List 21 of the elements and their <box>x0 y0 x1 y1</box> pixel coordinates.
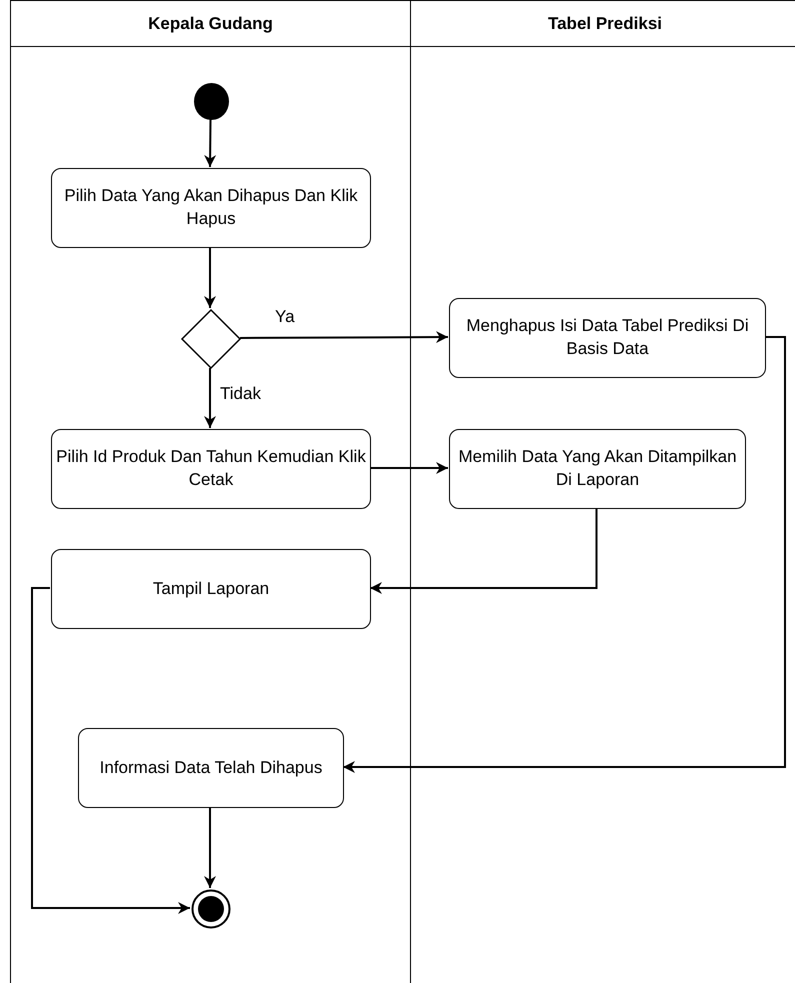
arrow <box>370 462 448 474</box>
arrow <box>204 368 216 428</box>
activity-box: Memilih Data Yang Akan Ditampilkan Di Laporan <box>449 429 746 509</box>
final-node <box>191 889 231 929</box>
activity-box: Pilih Id Produk Dan Tahun Kemudian Klik Cetak <box>51 429 371 509</box>
arrow <box>240 331 448 344</box>
lane-title: Kepala Gudang <box>148 14 273 34</box>
arrow <box>204 118 216 168</box>
activity-box: Pilih Data Yang Akan Dihapus Dan Klik Hapus <box>51 168 371 248</box>
lane-title: Tabel Prediksi <box>548 14 662 34</box>
arrow <box>370 508 598 594</box>
arrow <box>31 587 190 914</box>
activity-box: Informasi Data Telah Dihapus <box>78 728 344 808</box>
initial-node <box>194 83 229 120</box>
activity-box: Menghapus Isi Data Tabel Prediksi Di Basis Data <box>449 298 766 378</box>
arrow <box>204 247 216 308</box>
arrow <box>204 807 216 888</box>
activity-box: Tampil Laporan <box>51 549 371 629</box>
decision-diamond <box>181 309 241 369</box>
arrow <box>343 336 786 773</box>
swimlane <box>10 0 411 983</box>
